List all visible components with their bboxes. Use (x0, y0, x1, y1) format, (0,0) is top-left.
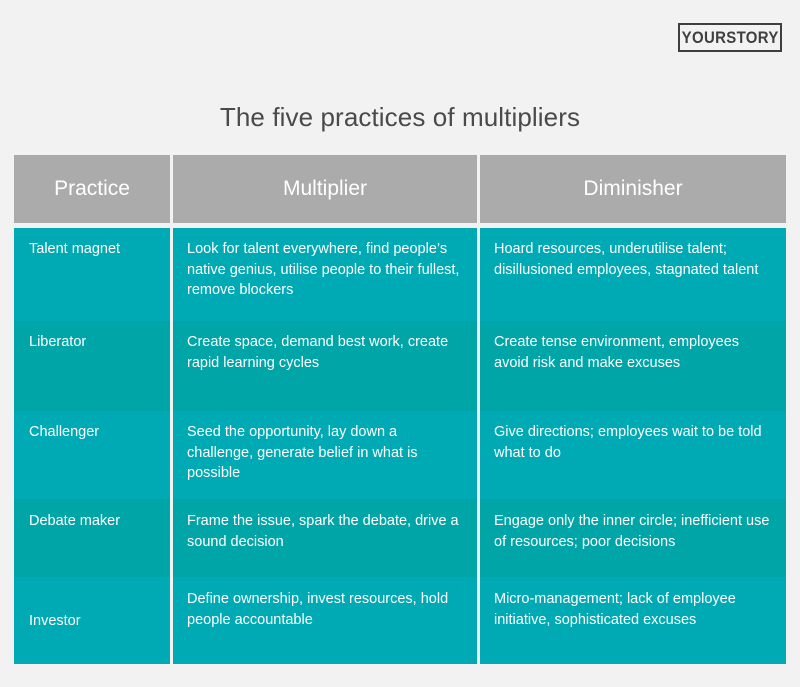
cell-diminisher: Hoard resources, underutilise talent; di… (477, 228, 786, 321)
yourstory-logo[interactable]: YOURSTORY (678, 23, 782, 52)
cell-practice: Investor (29, 613, 81, 629)
yourstory-logo-text: YOURSTORY (681, 28, 779, 47)
table-row: Liberator Create space, demand best work… (14, 321, 786, 411)
table-row: Debate maker Frame the issue, spark the … (14, 499, 786, 577)
brand-bar: YOURSTORY (0, 0, 800, 76)
table-header-row: Practice Multiplier Diminisher (14, 155, 786, 223)
cell-multiplier: Create space, demand best work, create r… (170, 321, 477, 411)
cell-practice: Challenger (29, 424, 100, 440)
table-row: Challenger Seed the opportunity, lay dow… (14, 411, 786, 499)
cell-practice: Liberator (29, 334, 87, 350)
cell-diminisher: Micro-management; lack of employee initi… (477, 577, 786, 664)
practices-table: Practice Multiplier Diminisher Talent ma… (14, 155, 786, 664)
cell-diminisher: Give directions; employees wait to be to… (477, 411, 786, 499)
column-header-practice: Practice (54, 177, 130, 200)
cell-practice: Debate maker (29, 513, 121, 529)
cell-multiplier: Define ownership, invest resources, hold… (170, 577, 477, 664)
cell-multiplier: Seed the opportunity, lay down a challen… (170, 411, 477, 499)
cell-multiplier: Frame the issue, spark the debate, drive… (170, 499, 477, 577)
table-row: Talent magnet Look for talent everywhere… (14, 228, 786, 321)
cell-diminisher: Engage only the inner circle; inefficien… (477, 499, 786, 577)
table-row: Investor Define ownership, invest resour… (14, 577, 786, 664)
column-header-diminisher: Diminisher (477, 155, 786, 223)
cell-practice: Talent magnet (29, 241, 121, 257)
cell-multiplier: Look for talent everywhere, find people’… (170, 228, 477, 321)
page-title: The five practices of multipliers (219, 102, 581, 133)
column-header-multiplier: Multiplier (170, 155, 477, 223)
cell-diminisher: Create tense environment, employees avoi… (477, 321, 786, 411)
